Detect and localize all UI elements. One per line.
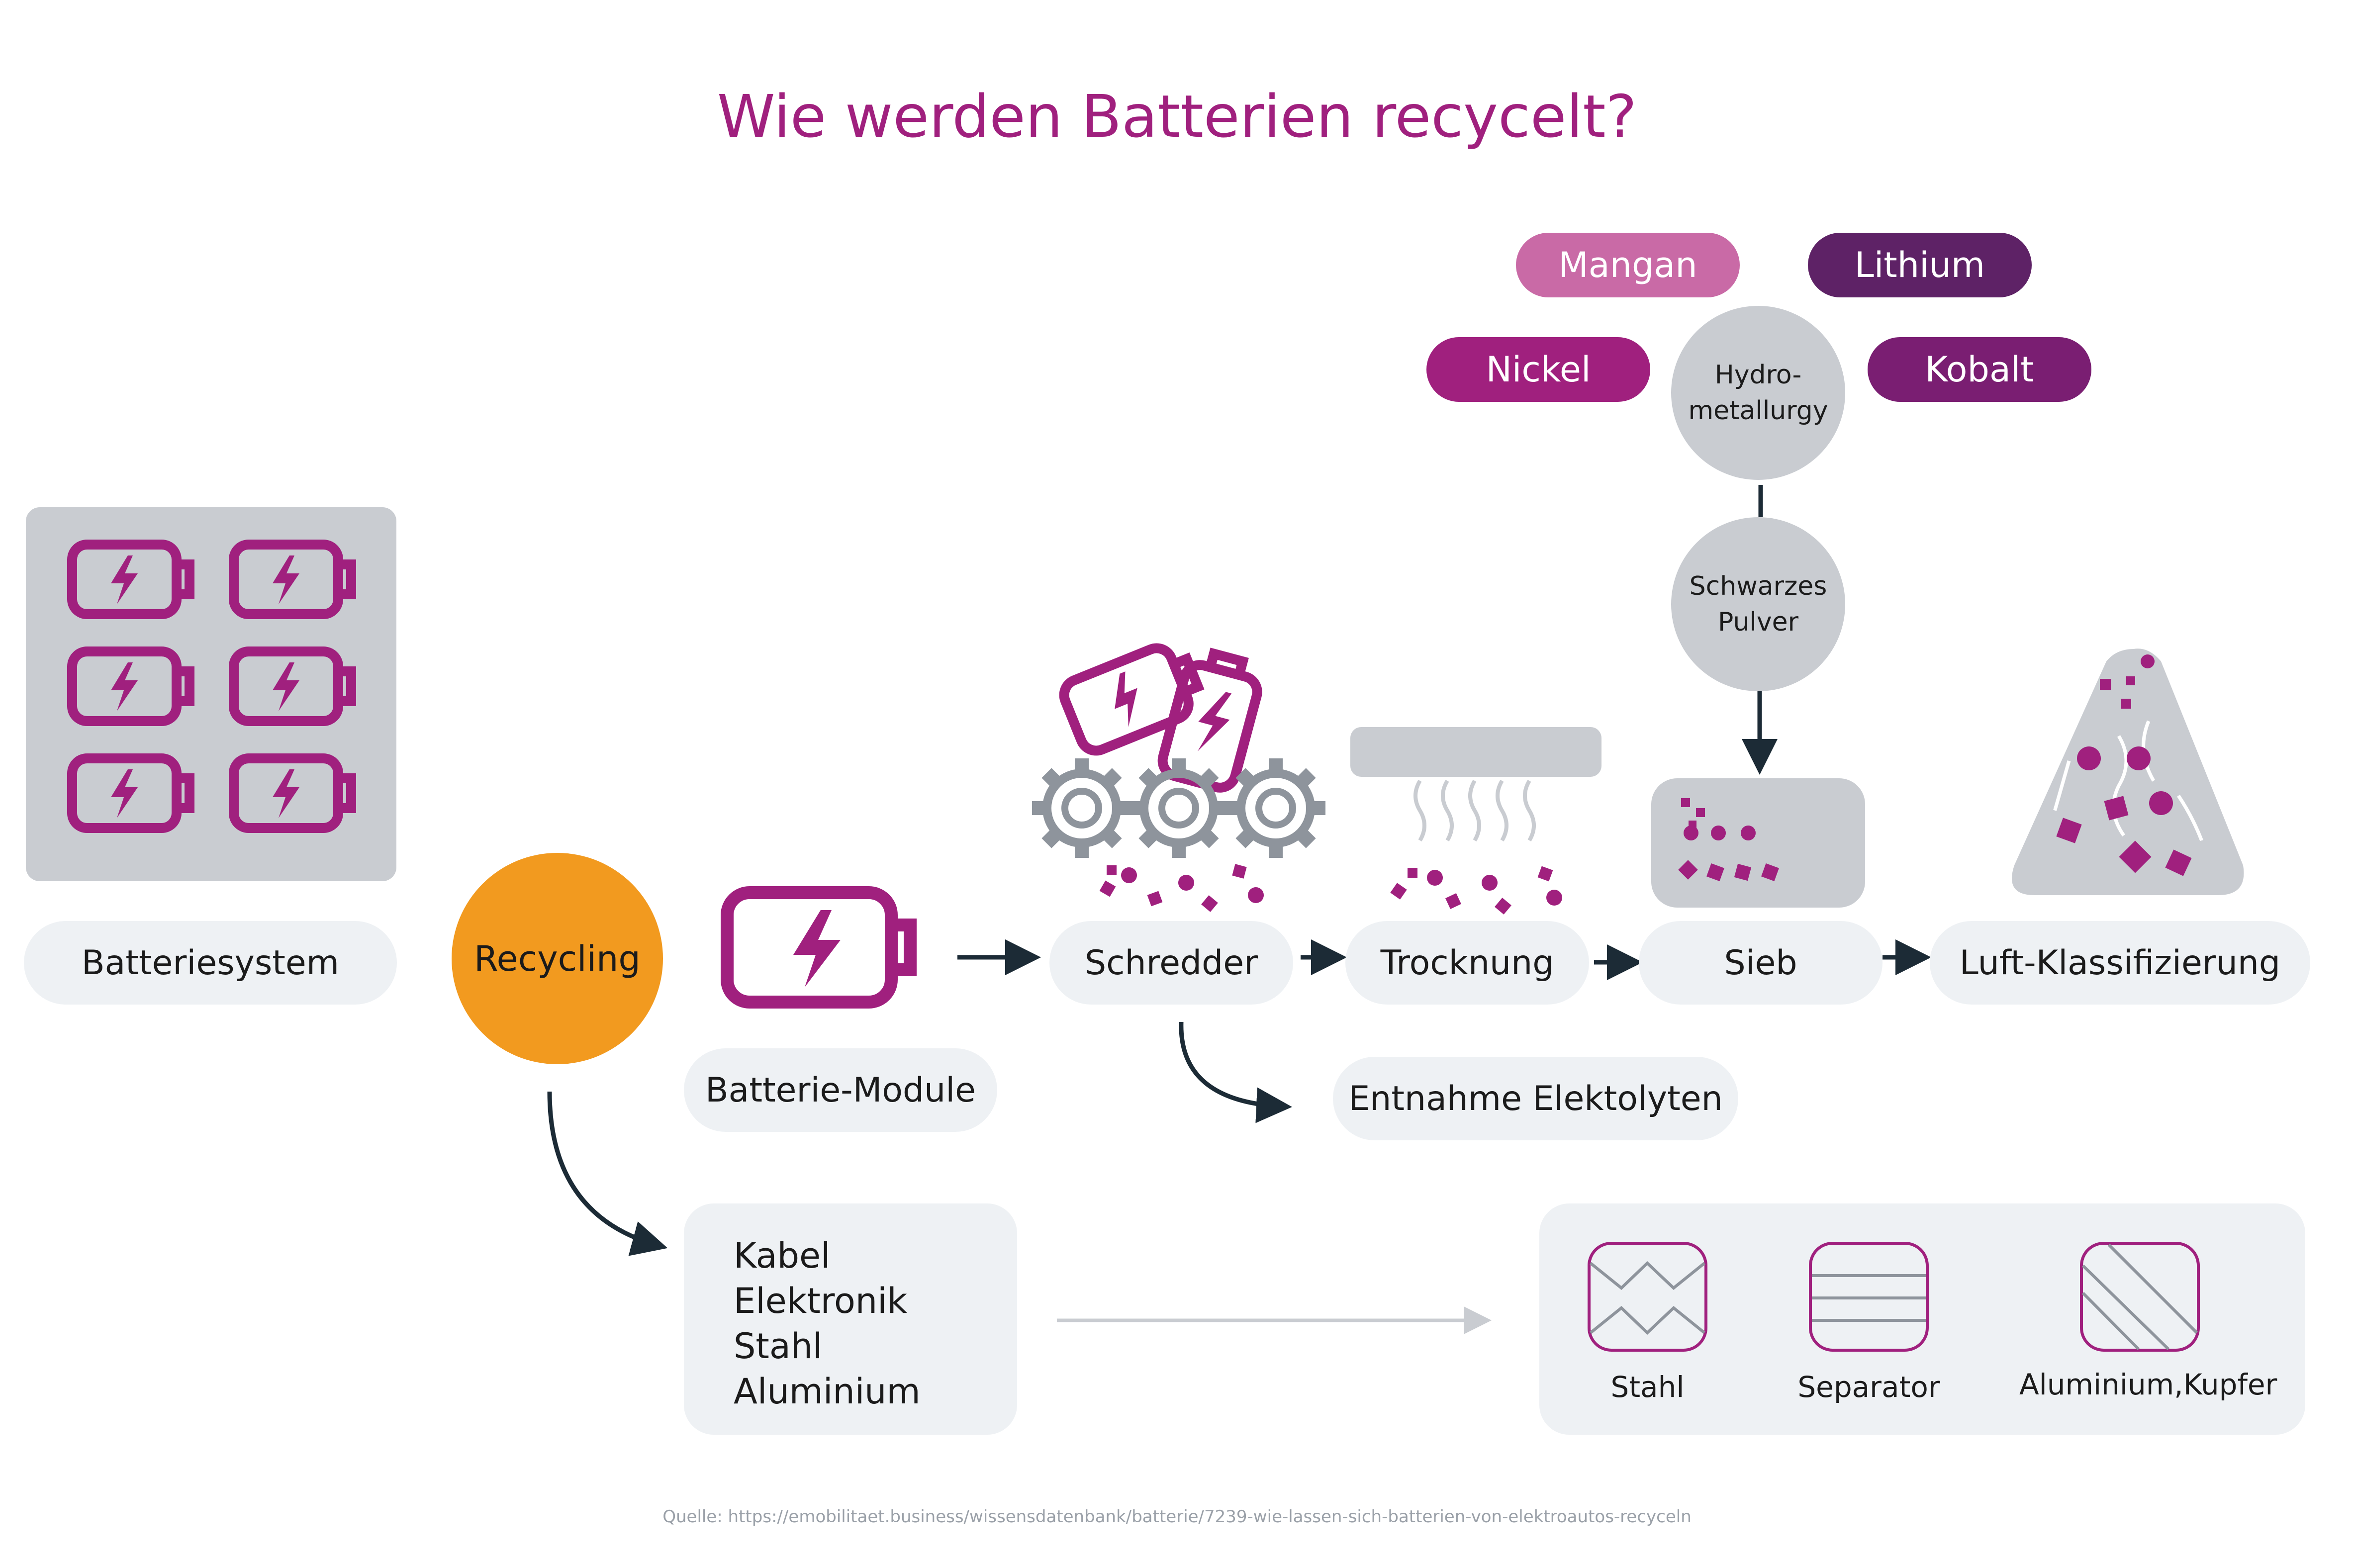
step-entnahme-elektrolyten: Entnahme Elektolyten bbox=[1333, 1057, 1738, 1140]
sieve-box bbox=[1651, 778, 1865, 908]
shredded-particles bbox=[1099, 864, 1264, 912]
battery-module-icon bbox=[721, 886, 917, 1009]
step-batteriesystem: Batteriesystem bbox=[24, 921, 397, 1005]
circle-hydrometallurgy: Hydro- metallurgy bbox=[1671, 306, 1845, 480]
metal-lithium: Lithium bbox=[1808, 233, 2032, 297]
side-output-item: Aluminium bbox=[734, 1371, 921, 1412]
heat-waves-icon bbox=[1413, 779, 1536, 842]
step-luft-klassifizierung: Luft-Klassifizierung bbox=[1930, 921, 2310, 1005]
metal-nickel: Nickel bbox=[1426, 337, 1650, 402]
step-sieb: Sieb bbox=[1639, 921, 1883, 1005]
metal-mangan: Mangan bbox=[1516, 233, 1740, 297]
arrow-schredder-to-elektrolyten bbox=[1179, 1021, 1292, 1123]
source-note: Quelle: https://emobilitaet.business/wis… bbox=[662, 1507, 1692, 1527]
step-schredder: Schredder bbox=[1049, 921, 1293, 1005]
classified-particles bbox=[2056, 654, 2192, 876]
material-separator-label: Separator bbox=[1797, 1370, 1940, 1404]
hydro-line2: metallurgy bbox=[1688, 396, 1828, 426]
steel-material-icon bbox=[1588, 1242, 1707, 1352]
side-output-item: Elektronik bbox=[734, 1281, 908, 1321]
metal-kobalt: Kobalt bbox=[1868, 337, 2091, 402]
side-output-item: Kabel bbox=[734, 1235, 831, 1276]
sieve-particles bbox=[1678, 798, 1779, 881]
recycling-label: Recycling bbox=[474, 938, 641, 979]
material-alu-label: Aluminium,Kupfer bbox=[2019, 1368, 2277, 1401]
aluminium-copper-material-icon bbox=[2080, 1242, 2200, 1352]
schwarzes-line1: Schwarzes bbox=[1689, 571, 1827, 601]
dried-particles bbox=[1390, 866, 1562, 915]
separator-material-icon bbox=[1809, 1242, 1929, 1352]
side-outputs-list: Kabel Elektronik Stahl Aluminium bbox=[734, 1233, 921, 1414]
arrow-recycling-to-outputs bbox=[547, 1091, 668, 1256]
step-trocknung: Trocknung bbox=[1345, 921, 1589, 1005]
recycling-circle: Recycling bbox=[452, 853, 663, 1064]
gear-icon bbox=[1032, 758, 1131, 858]
side-output-item: Stahl bbox=[734, 1326, 823, 1367]
hydro-line1: Hydro- bbox=[1714, 360, 1802, 390]
gear-icon bbox=[1226, 758, 1325, 858]
gear-icon bbox=[1129, 758, 1228, 858]
schwarzes-line2: Pulver bbox=[1718, 607, 1798, 637]
material-stahl-label: Stahl bbox=[1610, 1370, 1685, 1404]
dryer-bar bbox=[1350, 727, 1601, 777]
page-title: Wie werden Batterien recycelt? bbox=[717, 82, 1637, 151]
side-outputs-box bbox=[684, 1203, 1017, 1435]
step-batterie-module: Batterie-Module bbox=[684, 1048, 997, 1132]
circle-schwarzes-pulver: Schwarzes Pulver bbox=[1671, 517, 1845, 691]
